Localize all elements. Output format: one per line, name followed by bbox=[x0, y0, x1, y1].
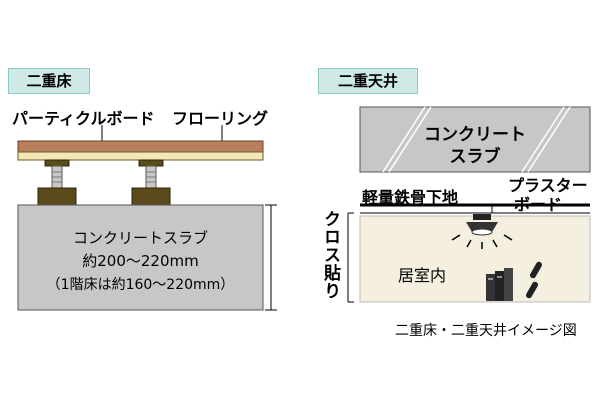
floor-slab-title: コンクリートスラブ bbox=[72, 229, 208, 247]
double-ceiling-heading: 二重天井 bbox=[318, 68, 418, 94]
steel-frame-label: 軽量鉄骨下地 bbox=[362, 188, 459, 207]
particleboard-label: パーティクルボード bbox=[12, 109, 155, 128]
floor-support-bolt-1 bbox=[37, 159, 77, 206]
floor-concrete-slab bbox=[17, 204, 264, 311]
ceiling-concrete-slab bbox=[359, 106, 591, 173]
downlight-icon bbox=[451, 214, 513, 249]
floor-slab-thickness: 約200～220mm bbox=[82, 252, 199, 270]
pencil-icon bbox=[526, 261, 542, 299]
floor-support-bolt-2 bbox=[131, 159, 171, 206]
flooring-layer bbox=[17, 140, 264, 153]
flooring-label: フローリング bbox=[172, 109, 269, 128]
slab-highlight-lines bbox=[382, 106, 571, 173]
slab-thickness-dimension bbox=[265, 204, 277, 311]
ceiling-slab-title-line1: コンクリート bbox=[424, 125, 526, 145]
plaster-board-label-line1: プラスター bbox=[508, 176, 588, 195]
ceiling-slab-title-line2: スラブ bbox=[449, 147, 501, 167]
cloth-finish-label: クロス貼り bbox=[320, 210, 340, 300]
cloth-bracket bbox=[347, 212, 354, 303]
plaster-board-label-line2: ボード bbox=[514, 195, 563, 214]
floor-slab-thickness-note: （1階床は約160～220mm） bbox=[46, 277, 235, 293]
double-floor-heading: 二重床 bbox=[8, 68, 90, 94]
particleboard-layer bbox=[17, 151, 264, 161]
books-icon bbox=[486, 268, 513, 301]
figure-caption: 二重床・二重天井イメージ図 bbox=[395, 323, 577, 339]
room-interior-label: 居室内 bbox=[398, 266, 447, 285]
